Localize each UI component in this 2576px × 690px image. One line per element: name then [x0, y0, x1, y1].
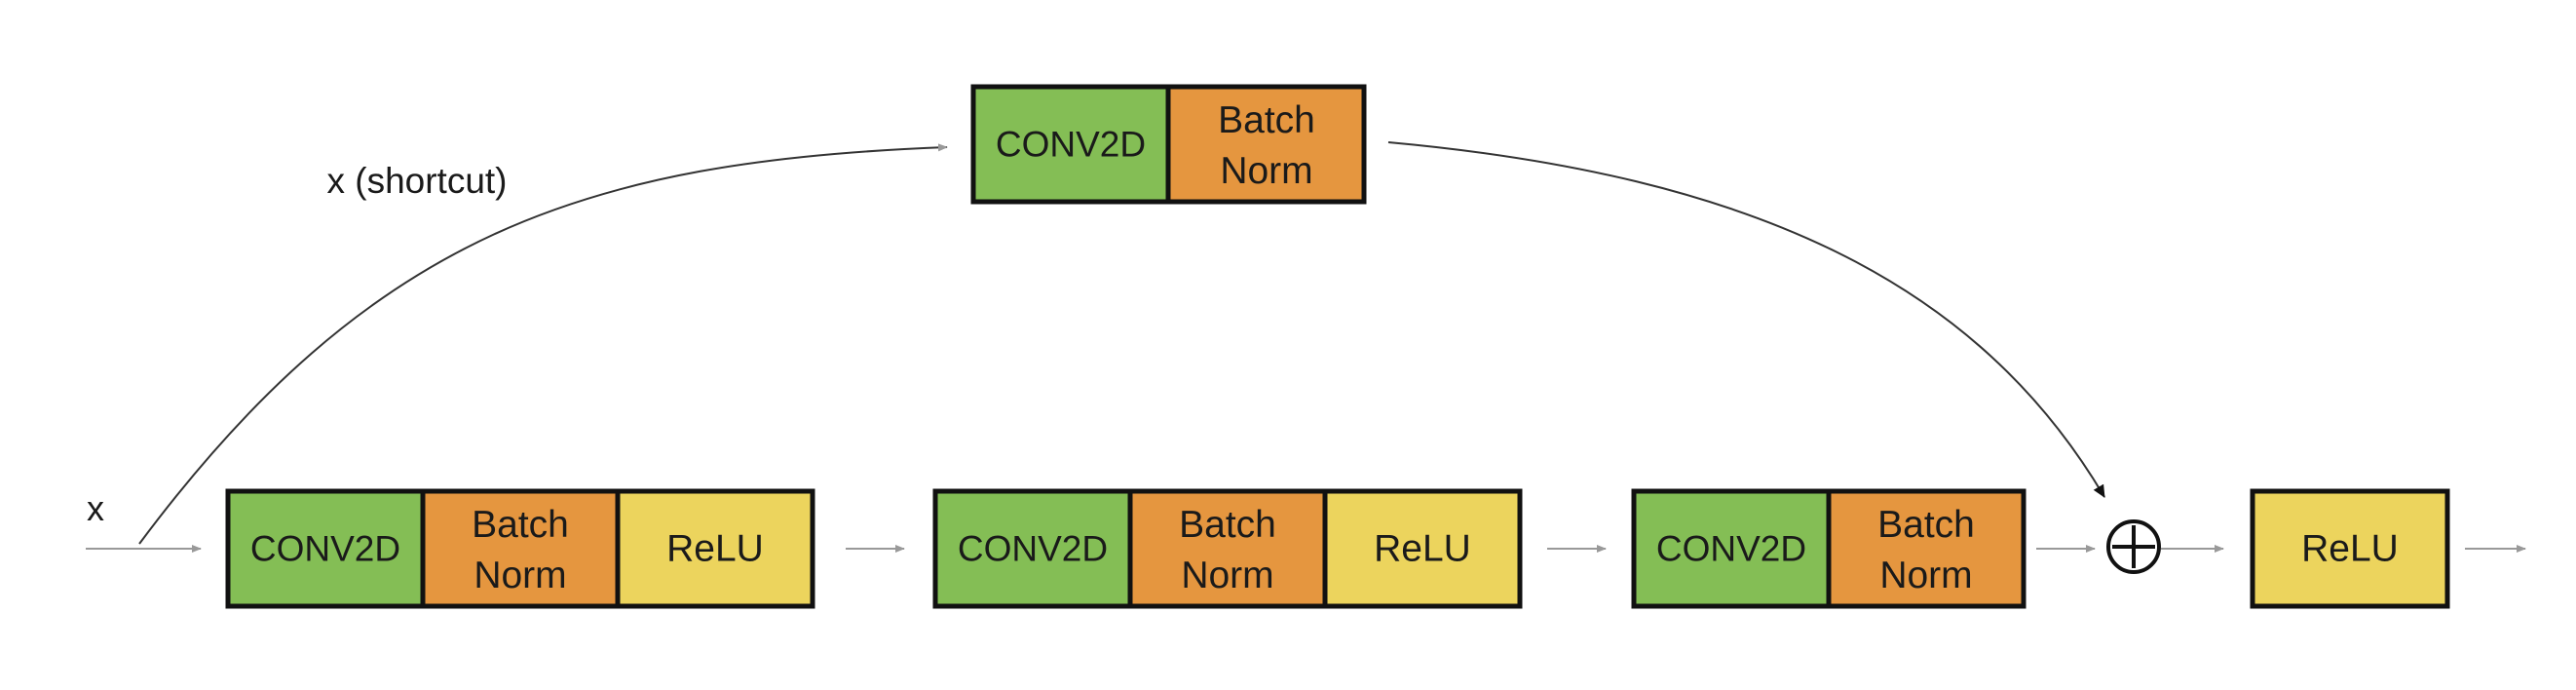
- input-label: x: [87, 488, 104, 528]
- block2-batchnorm-box: [1127, 488, 1328, 609]
- block3-conv2d-label: CONV2D: [1656, 529, 1806, 569]
- block2-relu-label: ReLU: [1374, 528, 1471, 570]
- main-block-1: CONV2D Batch Norm ReLU: [225, 488, 815, 609]
- block3-batchnorm-box: [1826, 488, 2027, 609]
- block1-batchnorm-label-line2: Norm: [474, 555, 566, 596]
- block2-batchnorm-label-line2: Norm: [1181, 555, 1273, 596]
- block1-batchnorm-box: [420, 488, 621, 609]
- block3-batchnorm-label-line1: Batch: [1877, 504, 1975, 546]
- add-node: [2106, 519, 2161, 574]
- shortcut-conv2d-box: [970, 84, 1171, 205]
- shortcut-batchnorm-label-line2: Norm: [1220, 150, 1312, 192]
- shortcut-curve-in: [138, 143, 948, 545]
- shortcut-batchnorm-box: [1165, 84, 1367, 205]
- block1-relu-box: [615, 488, 815, 609]
- shortcut-curve-out: [1387, 141, 2105, 498]
- block1-conv2d-label: CONV2D: [250, 529, 400, 569]
- final-relu-label: ReLU: [2301, 528, 2399, 570]
- block1-batchnorm-label-line1: Batch: [472, 504, 569, 546]
- block2-relu-box: [1322, 488, 1523, 609]
- final-relu-block: ReLU: [2250, 488, 2450, 609]
- block3-batchnorm-label-line2: Norm: [1879, 555, 1972, 596]
- final-relu-box: [2250, 488, 2450, 609]
- block2-conv2d-box: [932, 488, 1133, 609]
- shortcut-batchnorm-label-line1: Batch: [1218, 99, 1315, 141]
- block1-relu-label: ReLU: [666, 528, 764, 570]
- block3-conv2d-box: [1631, 488, 1832, 609]
- shortcut-conv2d-label: CONV2D: [996, 125, 1146, 165]
- block2-batchnorm-label-line1: Batch: [1179, 504, 1276, 546]
- shortcut-label: x (shortcut): [326, 161, 507, 201]
- main-block-3: CONV2D Batch Norm: [1631, 488, 2027, 609]
- main-block-2: CONV2D Batch Norm ReLU: [932, 488, 1523, 609]
- block2-conv2d-label: CONV2D: [958, 529, 1108, 569]
- shortcut-block: CONV2D Batch Norm: [970, 84, 1367, 205]
